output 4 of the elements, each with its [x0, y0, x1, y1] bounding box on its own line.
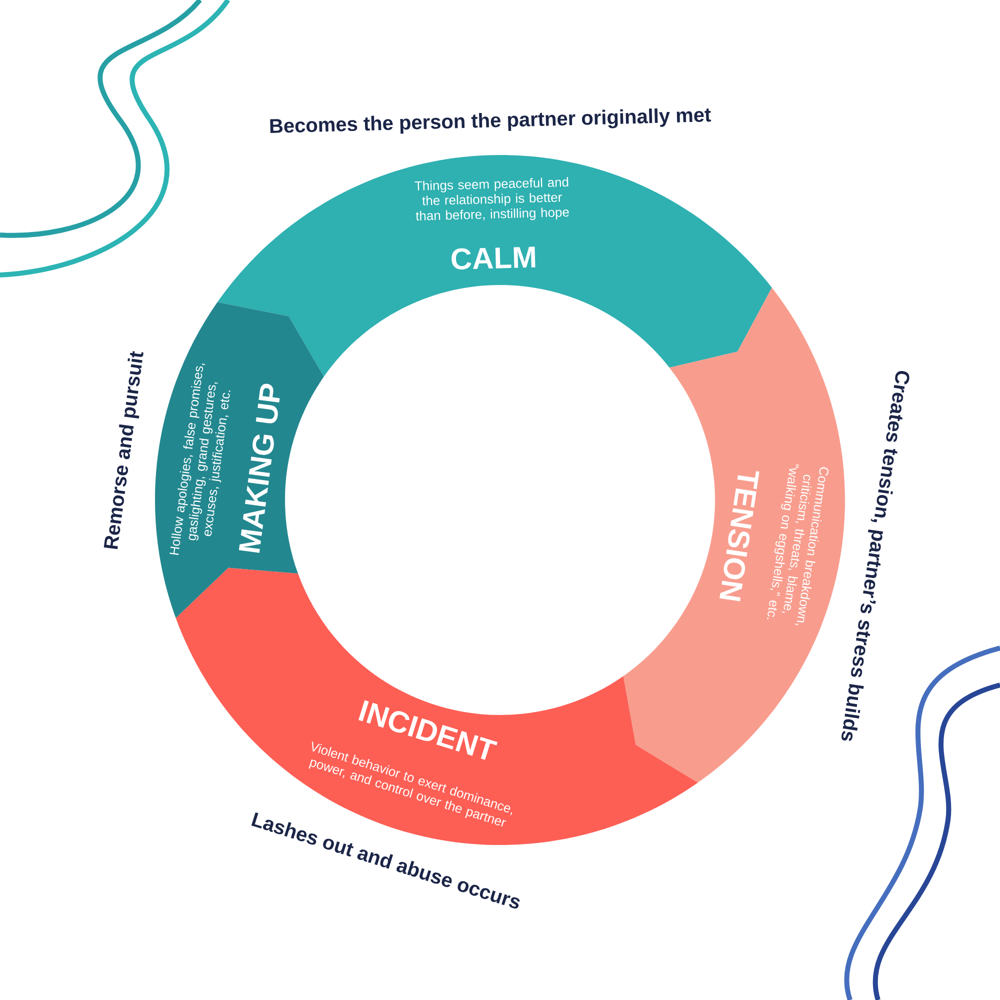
stage-caption: Becomes the person the partner originally met [270, 108, 712, 134]
cycle-segment: MAKING UP Hollow apologies, false promises, gaslighting, grand gestures, excuses, justification, etc. [155, 302, 324, 618]
stage-caption: Remorse and pursuit [104, 351, 144, 550]
cycle-segment: Things seem peaceful and the relationship is better than before, instilling hope CALM [217, 155, 772, 377]
